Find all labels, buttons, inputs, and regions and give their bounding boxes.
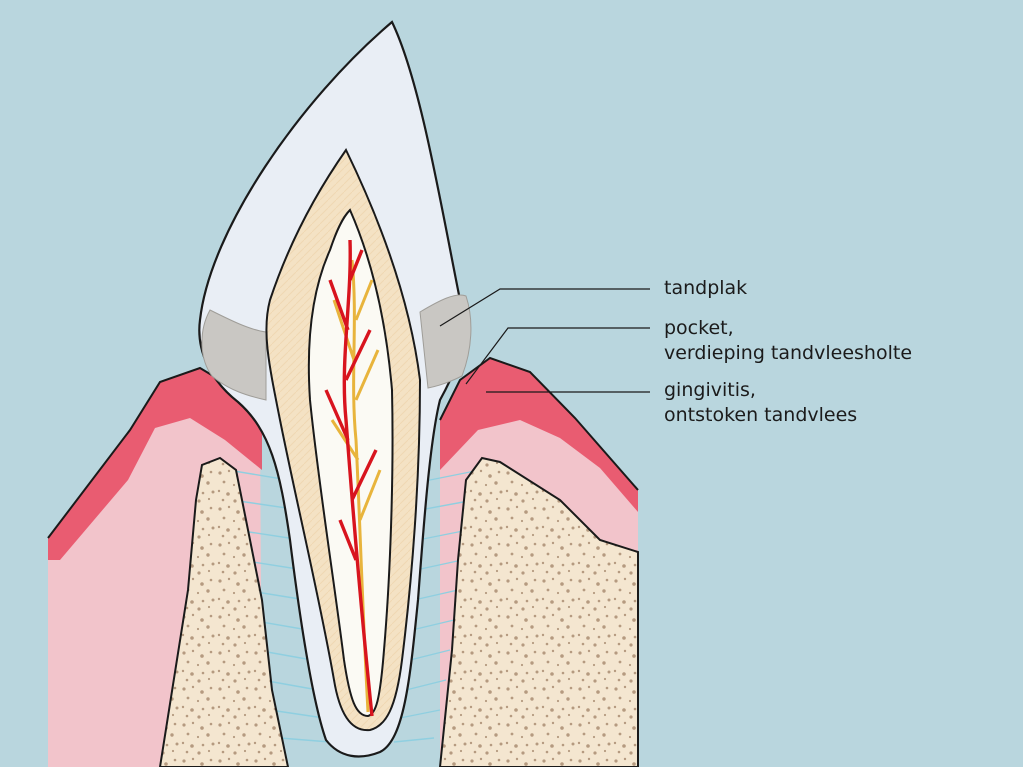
plaque-right	[419, 294, 472, 389]
label-pocket-line-2: verdieping tandvleesholte	[664, 342, 913, 364]
plaque-leader-line	[439, 288, 650, 327]
pocket-leader-line	[465, 327, 650, 385]
label-plaque-line-1: tandplak	[664, 277, 748, 299]
label-pocket: pocket, verdieping tandvleesholte	[664, 316, 912, 366]
label-gingivitis-line-1: gingivitis,	[664, 379, 756, 401]
label-gingivitis: gingivitis, ontstoken tandvlees	[664, 378, 857, 428]
plaque-left	[201, 309, 267, 401]
nerve	[330, 259, 382, 713]
label-plaque: tandplak	[664, 276, 747, 301]
bone-right	[438, 456, 639, 767]
label-gingivitis-line-2: ontstoken tandvlees	[664, 404, 858, 426]
gum-inflamed-band	[48, 358, 638, 560]
bone-left	[158, 456, 290, 767]
label-pocket-line-1: pocket,	[664, 317, 734, 339]
artery	[324, 239, 378, 717]
